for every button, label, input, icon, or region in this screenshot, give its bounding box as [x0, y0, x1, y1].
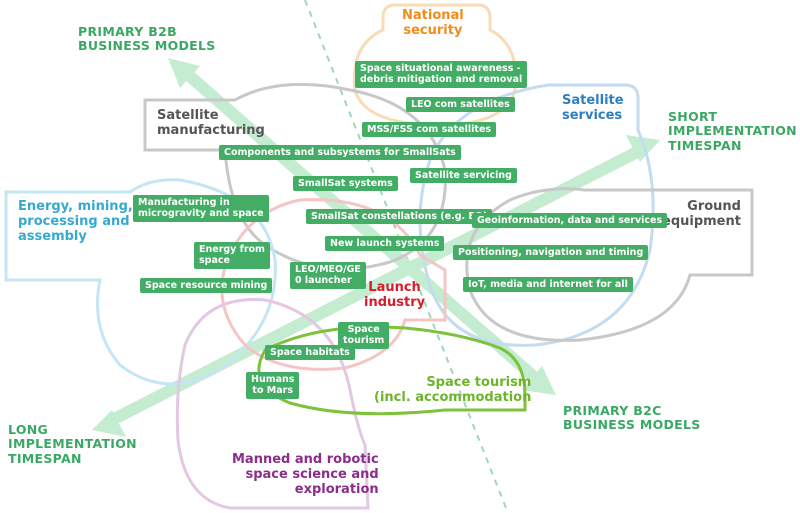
item-leo-meo-geo-launcher: LEO/MEO/GE 0 launcher: [290, 262, 366, 289]
energy-mining-outline: [4, 178, 277, 386]
item-energy-from-space: Energy from space: [194, 242, 270, 269]
business-model-arrow-shaft: [181, 67, 544, 387]
item-iot-media-internet: IoT, media and internet for all: [463, 277, 633, 293]
long-implementation-timespan-label: LONG IMPLEMENTATION TIMESPAN: [8, 422, 137, 466]
timespan-arrow-head-long: [92, 410, 126, 437]
item-mss-fss-com-satellites: MSS/FSS com satellites: [362, 122, 497, 138]
space-tourism-label: Space tourism (incl. accommodation: [374, 375, 532, 405]
ground-equipment-outline: [465, 187, 754, 342]
manned-robotic-outline: [175, 298, 370, 510]
timespan-arrow-shaft: [109, 142, 648, 426]
item-space-tourism: Space tourism: [338, 322, 390, 349]
primary-b2b-label: PRIMARY B2B BUSINESS MODELS: [78, 24, 216, 54]
item-smallsat-systems: SmallSat systems: [293, 176, 398, 192]
national-security-label: National security: [402, 8, 464, 38]
ground-equipment-label: Ground equipment: [662, 199, 741, 229]
business-model-arrow-head-b2b: [168, 58, 200, 88]
energy-mining-label: Energy, mining, processing and assembly: [18, 199, 133, 244]
manned-robotic-label: Manned and robotic space science and exp…: [232, 452, 379, 497]
item-new-launch-systems: New launch systems: [325, 236, 445, 252]
primary-b2c-label: PRIMARY B2C BUSINESS MODELS: [563, 403, 701, 433]
launch-industry-label: Launch industry: [364, 280, 426, 310]
satellite-manufacturing-outline: [143, 82, 447, 271]
item-space-situational-awareness: Space situational awareness - debris mit…: [355, 61, 528, 88]
short-implementation-timespan-label: SHORT IMPLEMENTATION TIMESPAN: [668, 109, 797, 153]
item-satellite-servicing: Satellite servicing: [410, 168, 517, 184]
item-components-subsystems-smallsats: Components and subsystems for SmallSats: [219, 145, 461, 161]
item-smallsat-constellations: SmallSat constellations (e.g. EO): [306, 209, 493, 225]
item-space-resource-mining: Space resource mining: [140, 278, 273, 294]
business-model-arrow-head-b2c: [522, 366, 556, 395]
item-manufacturing-in-microgravity: Manufacturing in microgravity and space: [133, 195, 269, 222]
timespan-arrow-head-short: [626, 135, 660, 162]
satellite-services-label: Satellite services: [562, 93, 624, 123]
item-positioning-navigation-timing: Positioning, navigation and timing: [453, 245, 649, 261]
item-leo-com-satellites: LEO com satellites: [406, 97, 515, 113]
b2b-b2c-divider: [304, 0, 509, 513]
satellite-manufacturing-label: Satellite manufacturing: [157, 108, 265, 138]
item-humans-to-mars: Humans to Mars: [246, 372, 300, 399]
item-space-habitats: Space habitats: [265, 345, 355, 361]
item-geoinformation-data-services: Geoinformation, data and services: [472, 213, 668, 229]
